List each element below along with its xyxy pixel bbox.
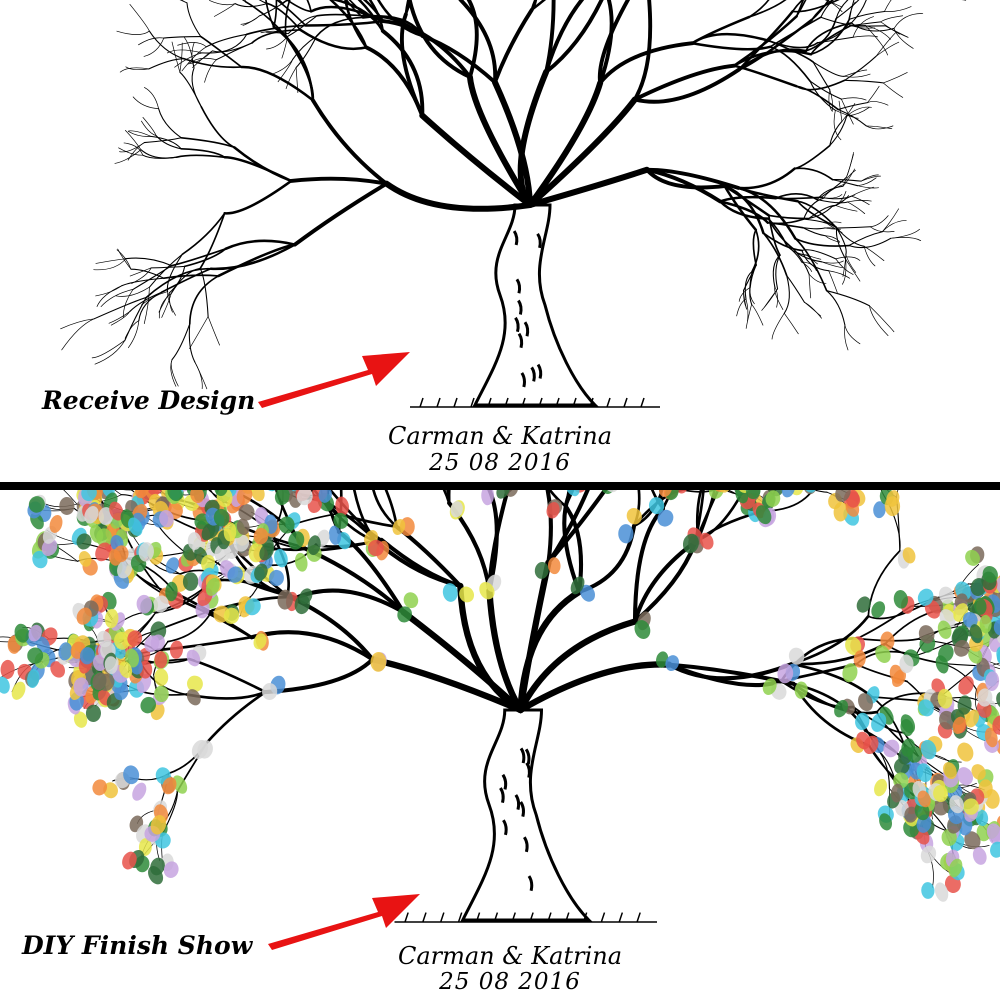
fingerprint-tree-illustration (0, 490, 1000, 923)
couple-names: Carman & Katrina (397, 942, 623, 970)
diy-finish-panel: DIY Finish Show Carman & Katrina 25 08 2… (0, 490, 1000, 1000)
receive-design-caption: Receive Design (42, 386, 256, 415)
divider (0, 482, 1000, 490)
couple-names: Carman & Katrina (387, 422, 613, 450)
red-arrow-icon (268, 894, 420, 950)
wedding-date: 25 08 2016 (429, 450, 571, 476)
diy-finish-caption: DIY Finish Show (22, 931, 253, 960)
receive-design-panel: Receive Design Carman & Katrina 25 08 20… (0, 0, 1000, 482)
wedding-date: 25 08 2016 (439, 969, 581, 995)
red-arrow-icon (258, 352, 410, 408)
tree-illustration (60, 0, 967, 408)
